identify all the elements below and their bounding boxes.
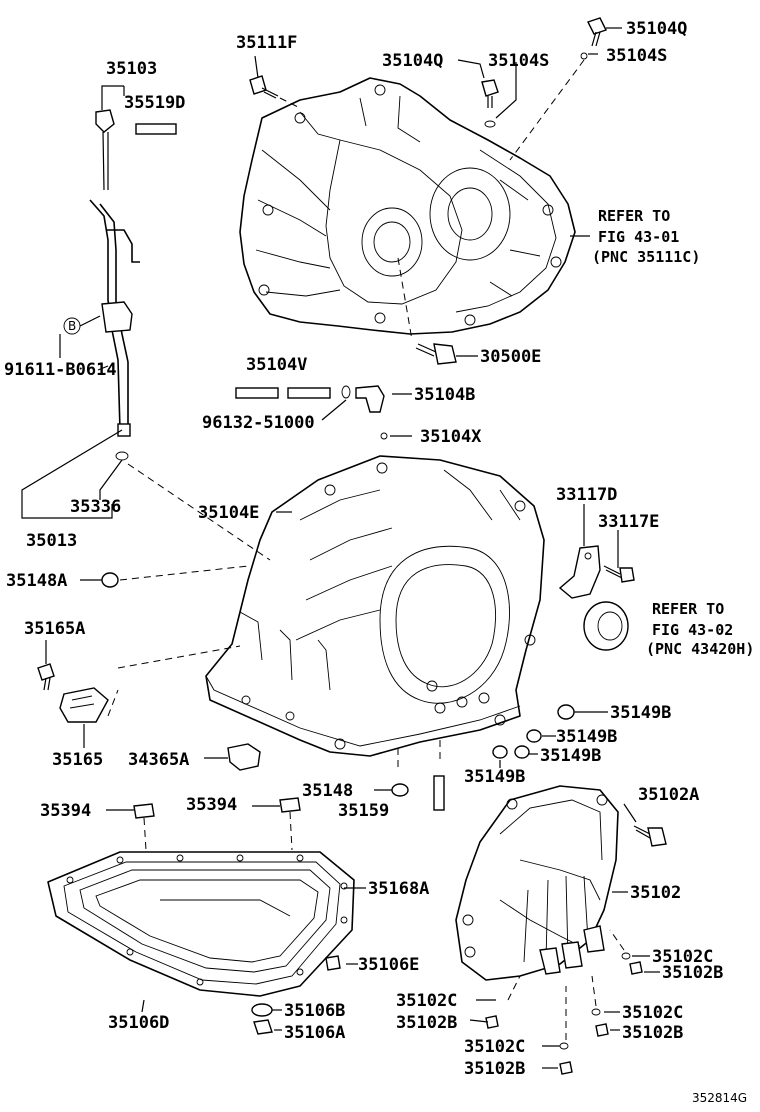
label-35104Q: 35104Q (382, 51, 443, 71)
bolt-35111F (249, 75, 279, 99)
dipstick-35103 (95, 109, 177, 191)
label-35103: 35103 (106, 59, 157, 79)
plug-35149B-1 (557, 704, 575, 720)
label-35149B-2: 35149B (556, 727, 617, 747)
label-35159: 35159 (338, 801, 389, 821)
oil-seal (583, 601, 629, 651)
diagram-id: 352814G (692, 1091, 747, 1105)
refer-43-02-line2: FIG 43-02 (652, 621, 733, 639)
label-35102B-m: 35102B (396, 1013, 457, 1033)
label-35165: 35165 (52, 750, 103, 770)
label-35104Q-top: 35104Q (626, 19, 687, 39)
label-35104V: 35104V (246, 355, 307, 375)
bolt-30500E (415, 343, 457, 365)
magnet-35394-a (133, 803, 155, 819)
bolt-33117E (603, 565, 635, 583)
refer-43-02-line1: REFER TO (652, 600, 724, 618)
label-35106A: 35106A (284, 1023, 345, 1043)
label-35104X: 35104X (420, 427, 482, 447)
dipstick-tube-35013 (89, 199, 140, 461)
leader-lines (21, 27, 660, 1069)
label-33117D: 33117D (556, 485, 617, 505)
plug-35148 (391, 783, 409, 797)
oil-strainer-35165 (59, 687, 109, 723)
label-35111F: 35111F (236, 33, 297, 53)
bolt-35165A (37, 663, 55, 691)
refer-43-01-line1: REFER TO (598, 207, 670, 225)
refer-43-02-line3: (PNC 43420H) (646, 640, 754, 658)
drain-plug-35106E (325, 955, 341, 971)
plug-35149B-2 (526, 729, 542, 743)
transmission-case-35104E (205, 455, 545, 757)
gasket-35106B (251, 1003, 273, 1017)
label-35104S: 35104S (488, 51, 549, 71)
plug-35148A (101, 572, 119, 588)
oil-pan-35106D (47, 851, 355, 997)
label-33117E: 33117E (598, 512, 659, 532)
label-35149B-3: 35149B (540, 746, 601, 766)
label-34365A: 34365A (128, 750, 189, 770)
magnet-35394-b (279, 797, 301, 813)
label-35102C-r1: 35102C (652, 947, 713, 967)
label-35106E: 35106E (358, 955, 419, 975)
plug-35149B-3 (514, 745, 530, 759)
label-35519D: 35519D (124, 93, 185, 113)
seal-rings-35104V (235, 387, 331, 399)
pipe-35159 (433, 775, 445, 811)
refer-43-01-line3: (PNC 35111C) (592, 248, 700, 266)
label-35013: 35013 (26, 531, 77, 551)
label-91611-B0614: 91611-B0614 (4, 360, 117, 380)
label-35149B-4: 35149B (464, 767, 525, 787)
part-labels: 35111F 35104Q 35104S 35104Q 35104S 35103… (4, 19, 754, 1105)
label-35104S-top: 35104S (606, 46, 667, 66)
label-35165A: 35165A (24, 619, 85, 639)
label-35104E: 35104E (198, 503, 259, 523)
label-35149B-1: 35149B (610, 703, 671, 723)
sensor-34365A (227, 743, 261, 771)
union-35104B (341, 385, 385, 413)
plug-35149B-4 (492, 745, 508, 759)
label-35148: 35148 (302, 781, 353, 801)
label-35394-a: 35394 (40, 801, 91, 821)
bolt-35104Q (481, 79, 499, 108)
label-35102B-b: 35102B (464, 1059, 525, 1079)
label-35394-b: 35394 (186, 795, 237, 815)
label-30500E: 30500E (480, 347, 541, 367)
label-35102B-r1: 35102B (662, 963, 723, 983)
label-35168A: 35168A (368, 879, 429, 899)
label-35104B: 35104B (414, 385, 475, 405)
bolt-35104Q-upper (587, 17, 607, 47)
label-35102A: 35102A (638, 785, 699, 805)
label-35102: 35102 (630, 883, 681, 903)
housing-35102 (455, 785, 619, 981)
label-96132-51000: 96132-51000 (202, 413, 315, 433)
label-35106B: 35106B (284, 1001, 345, 1021)
refer-43-01-line2: FIG 43-01 (598, 228, 679, 246)
label-35102C-m: 35102C (396, 991, 457, 1011)
label-35106D: 35106D (108, 1013, 169, 1033)
callout-b-letter: B (68, 319, 76, 333)
label-35102B-r2: 35102B (622, 1023, 683, 1043)
label-35102C-r2: 35102C (622, 1003, 683, 1023)
bolt-35102A (633, 825, 667, 847)
label-35102C-b: 35102C (464, 1037, 525, 1057)
transaxle-housing-upper (239, 77, 576, 335)
bolt-35106A (253, 1019, 273, 1035)
label-35336: 35336 (70, 497, 121, 517)
bracket-33117D (558, 545, 601, 599)
label-35148A: 35148A (6, 571, 67, 591)
